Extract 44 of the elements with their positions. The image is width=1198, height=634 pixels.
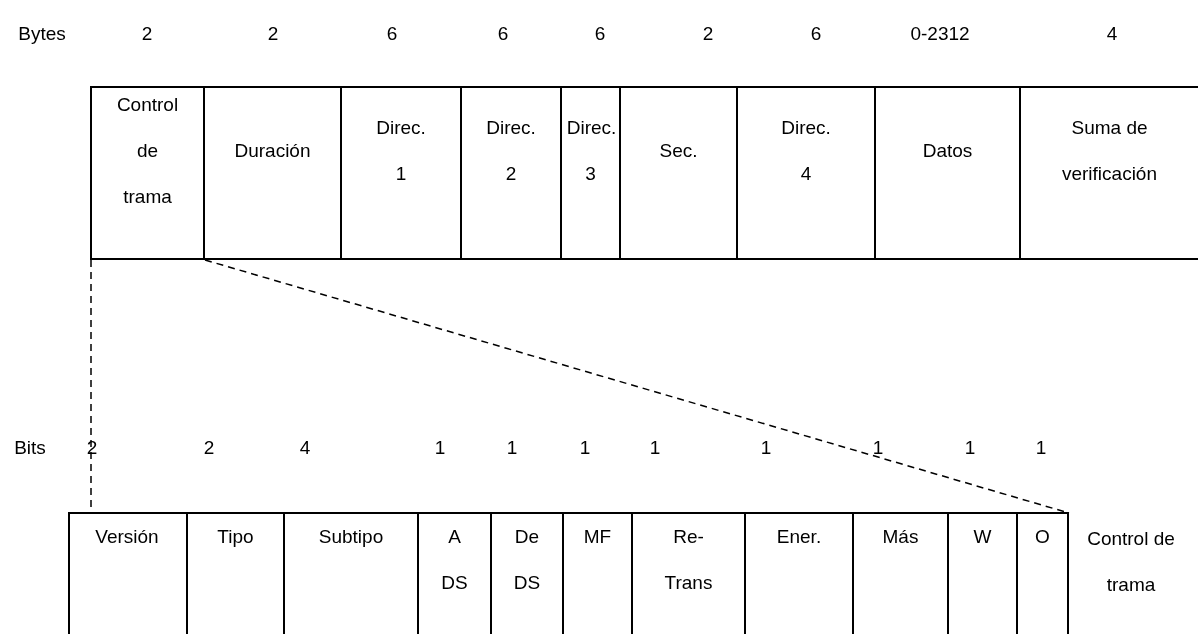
size-value: 1: [434, 437, 446, 459]
field-cell: O: [1018, 514, 1069, 634]
size-value: 6: [386, 23, 398, 45]
size-value: 1: [1035, 437, 1047, 459]
field-cell: Direc. 2: [462, 86, 562, 260]
size-value: 1: [964, 437, 976, 459]
size-value: 1: [579, 437, 591, 459]
size-value: 1: [872, 437, 884, 459]
field-cell: Más: [854, 514, 949, 634]
field-cell: Re- Trans: [633, 514, 746, 634]
size-value: 4: [299, 437, 311, 459]
field-cell: Control de trama: [90, 86, 205, 260]
unit-label: Bits: [14, 437, 46, 459]
field-cell: Tipo: [188, 514, 285, 634]
size-value: 6: [810, 23, 822, 45]
size-value: 1: [649, 437, 661, 459]
size-value: 2: [203, 437, 215, 459]
size-value: 2: [141, 23, 153, 45]
row-caption: Control de trama: [1086, 527, 1176, 597]
field-cell: Direc. 1: [342, 86, 462, 260]
size-value: 1: [506, 437, 518, 459]
field-cell: MF: [564, 514, 633, 634]
field-cell: Direc. 4: [738, 86, 876, 260]
size-value: 1: [760, 437, 772, 459]
unit-label: Bytes: [18, 23, 66, 45]
field-cell: Versión: [68, 514, 188, 634]
size-value: 2: [267, 23, 279, 45]
field-cell: A DS: [419, 514, 492, 634]
size-value: 2: [86, 437, 98, 459]
size-value: 4: [1106, 23, 1118, 45]
field-cell: W: [949, 514, 1018, 634]
field-cell: Sec.: [621, 86, 738, 260]
frame-control-row: [68, 512, 1069, 634]
size-value: 6: [497, 23, 509, 45]
size-value: 0-2312: [910, 23, 970, 45]
size-value: 2: [702, 23, 714, 45]
field-cell: Duración: [205, 86, 342, 260]
field-cell: Subtipo: [285, 514, 419, 634]
field-cell: Ener.: [746, 514, 854, 634]
field-cell: Datos: [876, 86, 1021, 260]
size-value: 6: [594, 23, 606, 45]
field-cell: Suma de verificación: [1021, 86, 1198, 260]
field-cell: De DS: [492, 514, 564, 634]
field-cell: Direc. 3: [562, 86, 621, 260]
